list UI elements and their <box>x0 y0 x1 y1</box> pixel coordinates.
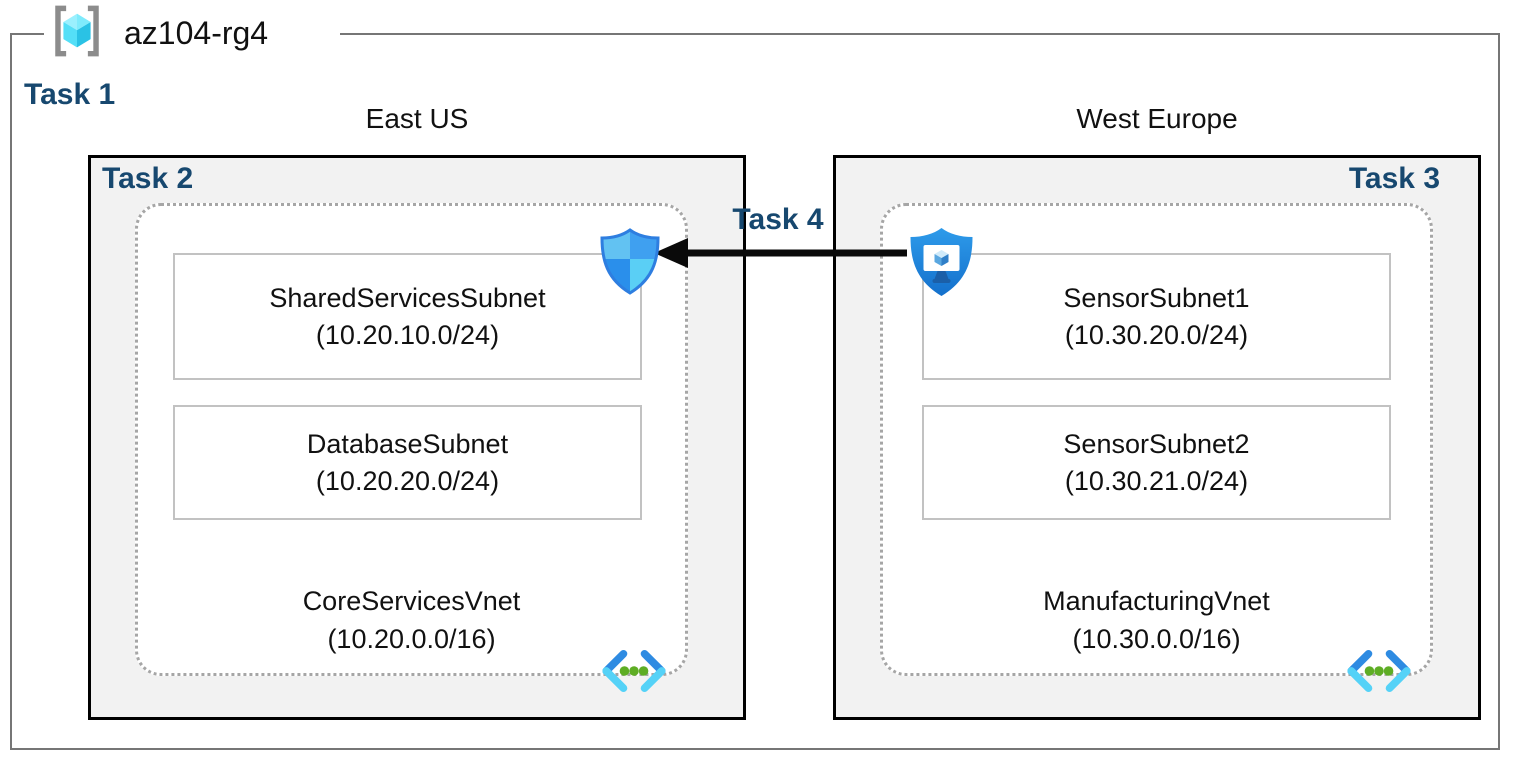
subnet-cidr: (10.30.20.0/24) <box>1064 319 1249 350</box>
subnet-box-sharedservices: SharedServicesSubnet (10.20.10.0/24) <box>173 253 642 380</box>
vnet-cidr: (10.30.0.0/16) <box>1072 624 1241 654</box>
peering-arrow <box>650 235 912 271</box>
region-title-west-europe: West Europe <box>1076 103 1238 134</box>
vnet-label-coreservicesvnet: CoreServicesVnet (10.20.0.0/16) <box>135 582 688 658</box>
subnet-box-sensorsubnet1: SensorSubnet1 (10.30.20.0/24) <box>922 253 1391 380</box>
region-title-east-us: East US <box>365 103 469 134</box>
vnet-cidr: (10.20.0.0/16) <box>327 624 496 654</box>
virtual-network-icon <box>1343 649 1415 693</box>
task4-label: Task 4 <box>732 203 824 236</box>
subnet-box-sensorsubnet2: SensorSubnet2 (10.30.21.0/24) <box>922 405 1391 520</box>
resource-group-icon <box>48 2 106 65</box>
vnet-name: ManufacturingVnet <box>1043 586 1270 616</box>
subnet-cidr: (10.20.20.0/24) <box>315 465 500 496</box>
task3-label: Task 3 <box>1348 162 1440 195</box>
subnet-name: SharedServicesSubnet <box>269 282 546 313</box>
task1-label: Task 1 <box>24 78 116 111</box>
bastion-shield-icon <box>906 226 977 298</box>
network-security-shield-icon <box>598 228 662 295</box>
subnet-name: SensorSubnet2 <box>1063 428 1250 459</box>
subnet-cidr: (10.20.10.0/24) <box>315 319 500 350</box>
subnet-cidr: (10.30.21.0/24) <box>1064 465 1249 496</box>
subnet-box-database: DatabaseSubnet (10.20.20.0/24) <box>173 405 642 520</box>
vnet-name: CoreServicesVnet <box>302 586 521 616</box>
vnet-label-manufacturingvnet: ManufacturingVnet (10.30.0.0/16) <box>880 582 1433 658</box>
virtual-network-icon <box>598 649 670 693</box>
resource-group-header: az104-rg4 <box>44 2 341 65</box>
resource-group-frame <box>10 33 1500 750</box>
task2-label: Task 2 <box>102 162 194 195</box>
subnet-name: DatabaseSubnet <box>306 428 509 459</box>
subnet-name: SensorSubnet1 <box>1063 282 1250 313</box>
resource-group-name: az104-rg4 <box>124 14 269 51</box>
